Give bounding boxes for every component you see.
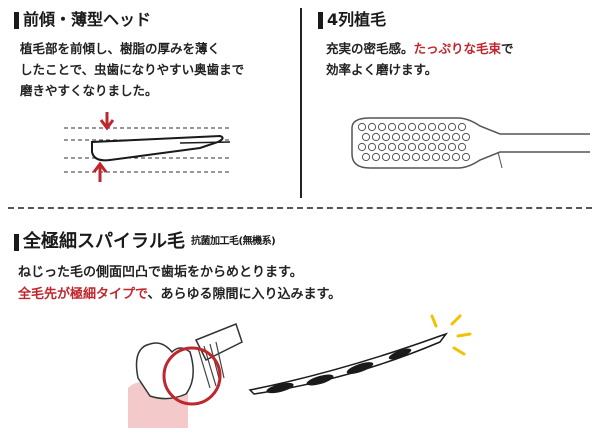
bristle-tuft xyxy=(451,132,461,142)
spiral-twist-marks xyxy=(266,348,412,394)
body-line: ねじった毛の側面凹凸で歯垢をからめとります。 xyxy=(18,265,303,280)
heading-text: 前傾・薄型ヘッド xyxy=(23,10,152,29)
bristle-tuft xyxy=(407,142,417,152)
heading-subtitle: 抗菌加工毛(無機系) xyxy=(191,236,276,247)
brush-handle-line xyxy=(497,151,503,169)
bristle-tuft xyxy=(441,132,451,142)
vertical-divider xyxy=(300,8,302,198)
bristle-tuft xyxy=(447,122,457,132)
bristle-tuft xyxy=(367,142,377,152)
bristle-tuft xyxy=(371,152,381,162)
bristle-tuft xyxy=(431,132,441,142)
heading-text: 全極細スパイラル毛 xyxy=(23,231,185,252)
section-heading-head: 前傾・薄型ヘッド xyxy=(14,10,151,30)
bristle-tuft xyxy=(377,122,387,132)
bristle-tuft xyxy=(457,142,467,152)
bristle-tuft xyxy=(377,142,387,152)
body-line: したことで、虫歯になりやすい奥歯まで xyxy=(20,62,245,77)
bristle-tuft xyxy=(381,132,391,142)
bristle-tuft xyxy=(451,152,461,162)
bristle-tuft xyxy=(361,132,371,142)
bristle-tuft xyxy=(461,132,471,142)
bristle-tuft xyxy=(417,142,427,152)
bristle-tuft xyxy=(421,132,431,142)
heading-bar xyxy=(318,11,323,29)
body-line: 磨きやすくなりました。 xyxy=(20,83,158,98)
bristle-tuft xyxy=(427,122,437,132)
bristle-tuft xyxy=(387,142,397,152)
bristle-tufts xyxy=(357,122,471,162)
arrow-down-icon xyxy=(99,112,115,131)
section-body-spiral: ねじった毛の側面凹凸で歯垢をからめとります。 全毛先が極細タイプで、あらゆる隙間… xyxy=(18,262,578,306)
bristle-tuft xyxy=(381,152,391,162)
body-text-highlight: たっぷりな毛束 xyxy=(413,41,502,56)
body-text-normal: で xyxy=(501,41,514,56)
bristle-tuft xyxy=(437,142,447,152)
thin-head-illustration xyxy=(64,112,231,182)
body-line: 全毛先が極細タイプで、あらゆる隙間に入り込みます。 xyxy=(18,284,578,306)
heading-bar xyxy=(14,233,19,251)
bristle-tuft xyxy=(427,142,437,152)
body-line: 効率よく磨けます。 xyxy=(326,62,438,77)
bristle-tuft xyxy=(421,152,431,162)
brush-outline xyxy=(351,117,590,169)
body-text-highlight: 全毛先が極細タイプで xyxy=(18,287,148,302)
section-heading-bristles: 4列植毛 xyxy=(318,10,386,30)
bristle-tuft xyxy=(441,152,451,162)
bristle-tuft xyxy=(397,142,407,152)
brush-neck xyxy=(179,141,231,144)
brush-head-profile xyxy=(91,134,224,162)
body-line: 充実の密毛感。たっぷりな毛束で xyxy=(326,38,586,59)
bristle-tuft xyxy=(357,142,367,152)
bristle-tuft xyxy=(357,122,367,132)
highlight-circle-icon xyxy=(162,346,222,406)
bristle-tuft xyxy=(417,122,427,132)
brush-top-illustration xyxy=(351,117,590,169)
bristle-tuft xyxy=(457,122,467,132)
body-line: 植毛部を前傾し、樹脂の厚みを薄く xyxy=(20,41,221,56)
heading-text: 4列植毛 xyxy=(327,10,387,29)
bristle-tuft xyxy=(391,152,401,162)
bristle-tuft xyxy=(401,152,411,162)
bristle-tuft xyxy=(411,132,421,142)
bristle-tuft xyxy=(367,122,377,132)
arrow-up-icon xyxy=(92,161,108,182)
bristle-tuft xyxy=(391,132,401,142)
body-text-normal: 、あらゆる隙間に入り込みます。 xyxy=(147,287,342,302)
bristle-tuft xyxy=(431,152,441,162)
bristle-tuft xyxy=(397,122,407,132)
bristle-tuft xyxy=(407,122,417,132)
section-body-head: 植毛部を前傾し、樹脂の厚みを薄く したことで、虫歯になりやすい奥歯まで 磨きやす… xyxy=(20,38,290,101)
bristle-tuft xyxy=(437,122,447,132)
bristle-tuft xyxy=(411,152,421,162)
section-body-bristles: 充実の密毛感。たっぷりな毛束で 効率よく磨けます。 xyxy=(326,38,586,80)
bristle-tuft xyxy=(361,152,371,162)
bristle-tuft xyxy=(461,152,471,162)
heading-bar xyxy=(14,11,19,29)
horizontal-divider xyxy=(8,207,592,209)
bristle-tuft xyxy=(387,122,397,132)
bristle-tuft xyxy=(371,132,381,142)
sparkle-icon xyxy=(430,314,472,356)
spiral-bristle-illustration xyxy=(248,314,472,395)
body-text-normal: 充実の密毛感。 xyxy=(326,41,414,56)
tooth-brush-illustration xyxy=(128,323,243,428)
bristle-tuft xyxy=(401,132,411,142)
bristle-tuft xyxy=(447,142,457,152)
section-heading-spiral: 全極細スパイラル毛 抗菌加工毛(無機系) xyxy=(14,231,276,252)
